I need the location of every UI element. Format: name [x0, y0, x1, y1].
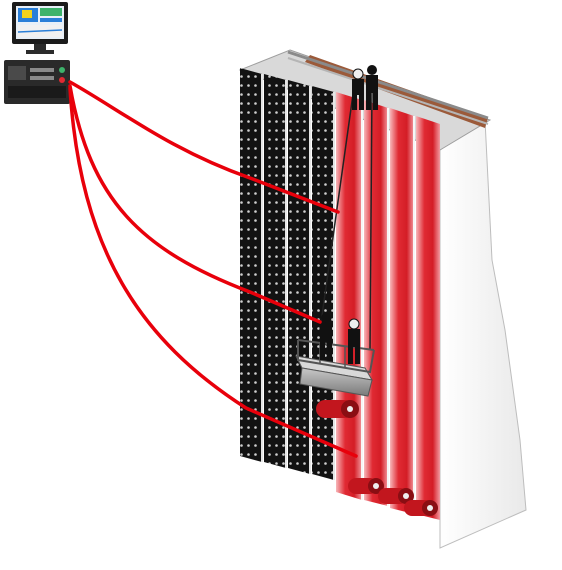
- sensor-cable-2: [68, 84, 322, 324]
- sensor-cables: [68, 80, 358, 458]
- roller-drum-icon: [316, 400, 359, 418]
- roller-drum-icon: [348, 478, 384, 494]
- worker-icon: [320, 313, 332, 360]
- roof-rail: [287, 50, 489, 125]
- monitor-icon: [12, 2, 68, 54]
- roller-drum-icon: [404, 500, 438, 516]
- roller-drums: [316, 400, 438, 516]
- gondola-cables: [319, 79, 373, 351]
- gondola-platform-icon: [295, 339, 375, 397]
- perforated-panels: [240, 68, 335, 480]
- worker-icon: [366, 65, 378, 110]
- worker-icon: [348, 318, 360, 364]
- worker-icon: [352, 68, 364, 110]
- red-curtains: [336, 92, 440, 520]
- sensor-cable-1: [68, 80, 340, 214]
- roller-drum-icon: [378, 488, 414, 504]
- control-unit-icon: [4, 60, 70, 104]
- sensor-cable-3: [68, 86, 358, 458]
